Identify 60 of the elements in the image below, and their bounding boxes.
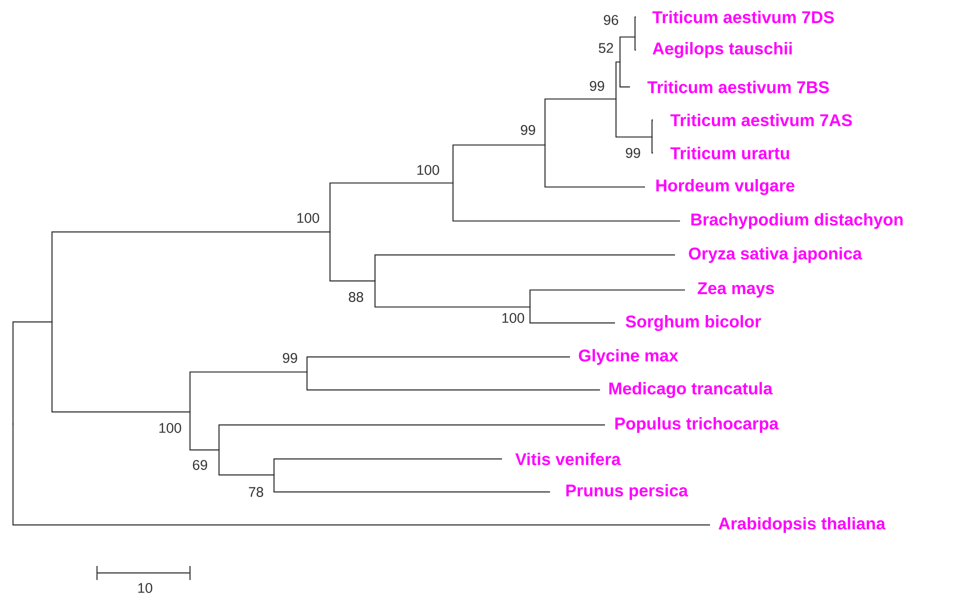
branch-line bbox=[529, 289, 685, 307]
branch-line bbox=[51, 322, 190, 413]
bootstrap-value: 99 bbox=[520, 125, 536, 135]
branch-line bbox=[634, 37, 636, 51]
branch-line bbox=[619, 62, 630, 88]
branch-line bbox=[306, 356, 570, 372]
branch-line bbox=[218, 424, 605, 450]
bootstrap-value: 100 bbox=[159, 423, 182, 433]
bootstrap-value: 96 bbox=[604, 15, 618, 25]
branch-line bbox=[374, 254, 675, 281]
branch-line bbox=[273, 474, 550, 493]
bootstrap-value: 100 bbox=[297, 213, 320, 223]
branch-line bbox=[329, 182, 453, 232]
branch-line bbox=[544, 98, 616, 145]
branch-line bbox=[452, 183, 680, 222]
bootstrap-value: 78 bbox=[248, 487, 264, 497]
branch-line bbox=[619, 36, 635, 62]
branch-line bbox=[12, 424, 710, 526]
bootstrap-value: 88 bbox=[348, 292, 364, 302]
branch-line bbox=[189, 371, 307, 412]
bootstrap-value: 99 bbox=[590, 81, 604, 91]
bootstrap-value: 100 bbox=[502, 313, 524, 323]
bootstrap-value: 52 bbox=[598, 43, 614, 53]
species-label: Triticum aestivum 7BS bbox=[647, 80, 829, 94]
species-label: Sorghum bicolor bbox=[626, 315, 761, 331]
branch-line bbox=[189, 412, 219, 451]
species-label: Zea mays bbox=[698, 282, 774, 298]
branch-line bbox=[12, 321, 52, 424]
species-label: Vitis venifera bbox=[515, 452, 621, 466]
species-label: Brachypodium distachyon bbox=[691, 213, 903, 229]
bootstrap-value: 99 bbox=[282, 353, 298, 363]
branch-line bbox=[615, 61, 620, 99]
species-label: Populus trichocarpa bbox=[615, 417, 779, 433]
species-label: Triticum aestivum 7AS bbox=[670, 114, 852, 126]
branch-line bbox=[374, 280, 530, 308]
species-label: Glycine max bbox=[578, 349, 678, 365]
branch-line bbox=[544, 145, 645, 188]
bootstrap-value: 100 bbox=[417, 165, 440, 175]
species-label: Prunus persica bbox=[566, 484, 688, 500]
species-label: Arabidopsis thaliana bbox=[718, 517, 886, 533]
species-label: Oryza sativa japonica bbox=[688, 247, 862, 263]
branch-line bbox=[529, 307, 615, 324]
bootstrap-value: 99 bbox=[626, 148, 640, 158]
branch-line bbox=[651, 119, 654, 137]
species-label: Triticum aestivum 7DS bbox=[652, 10, 834, 24]
species-label: Hordeum vulgare bbox=[656, 179, 794, 195]
branch-line bbox=[51, 231, 330, 322]
scale-label: 10 bbox=[138, 583, 152, 593]
branch-line bbox=[218, 450, 274, 476]
branch-line bbox=[651, 137, 654, 154]
branch-line bbox=[452, 144, 545, 183]
bootstrap-value: 69 bbox=[192, 460, 208, 470]
species-label: Aegilops tauschii bbox=[652, 42, 792, 58]
branch-line bbox=[273, 458, 502, 475]
branch-line bbox=[329, 232, 375, 282]
species-label: Triticum urartu bbox=[670, 146, 790, 160]
branch-line bbox=[615, 99, 652, 138]
species-label: Medicago trancatula bbox=[609, 382, 773, 398]
branch-line bbox=[634, 16, 636, 37]
branch-line bbox=[306, 372, 600, 391]
